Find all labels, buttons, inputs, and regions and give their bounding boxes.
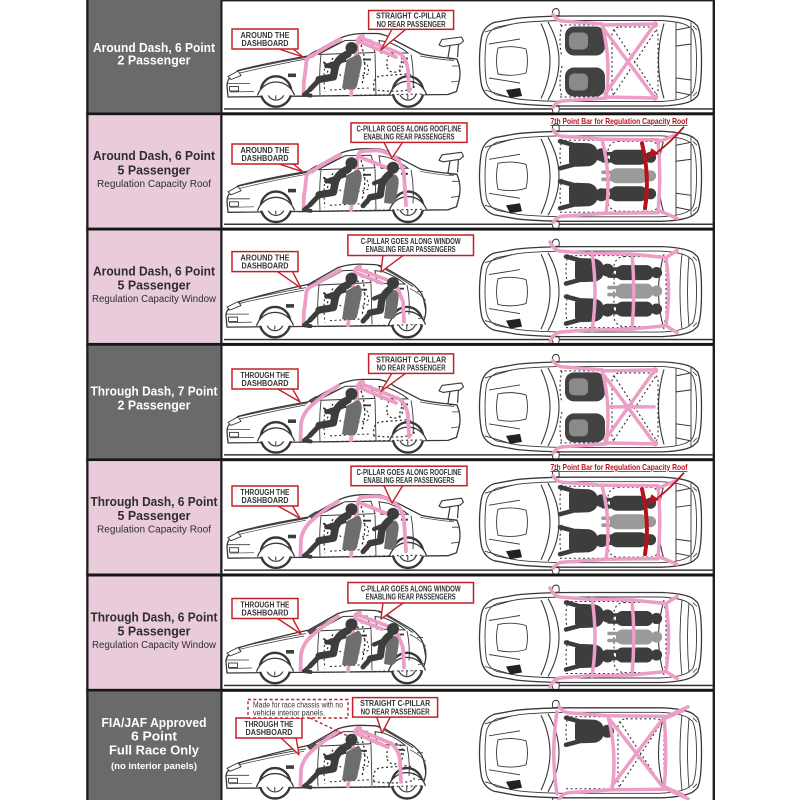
- svg-text:NO REAR PASSENGER: NO REAR PASSENGER: [377, 20, 446, 29]
- svg-text:5 Passenger: 5 Passenger: [118, 509, 191, 523]
- svg-text:FIA/JAF Approved: FIA/JAF Approved: [102, 716, 207, 730]
- svg-text:STRAIGHT C-PILLAR: STRAIGHT C-PILLAR: [376, 356, 446, 365]
- svg-text:NO REAR PASSENGER: NO REAR PASSENGER: [361, 707, 430, 716]
- svg-text:Around Dash, 6 Point: Around Dash, 6 Point: [93, 264, 216, 278]
- svg-text:C-PILLAR GOES ALONG WINDOW: C-PILLAR GOES ALONG WINDOW: [361, 585, 461, 594]
- svg-text:ENABLING REAR PASSENGERS: ENABLING REAR PASSENGERS: [366, 245, 456, 254]
- svg-text:Around Dash, 6 Point: Around Dash, 6 Point: [93, 149, 216, 163]
- svg-text:C-PILLAR GOES ALONG ROOFLINE: C-PILLAR GOES ALONG ROOFLINE: [357, 125, 462, 134]
- svg-text:Regulation Capacity Window: Regulation Capacity Window: [92, 640, 217, 651]
- svg-text:Through Dash, 7 Point: Through Dash, 7 Point: [91, 385, 219, 399]
- svg-text:Regulation Capacity Roof: Regulation Capacity Roof: [97, 179, 211, 190]
- svg-text:STRAIGHT C-PILLAR: STRAIGHT C-PILLAR: [376, 12, 446, 21]
- svg-text:Full Race Only: Full Race Only: [109, 744, 199, 758]
- svg-text:5 Passenger: 5 Passenger: [118, 163, 191, 177]
- svg-text:5 Passenger: 5 Passenger: [118, 279, 191, 293]
- svg-text:THROUGH THE: THROUGH THE: [241, 488, 291, 497]
- svg-text:2 Passenger: 2 Passenger: [118, 54, 191, 68]
- svg-text:7th Point Bar for Regulation C: 7th Point Bar for Regulation Capacity Ro…: [551, 116, 688, 126]
- svg-text:ENABLING REAR PASSENGERS: ENABLING REAR PASSENGERS: [366, 593, 456, 602]
- svg-text:Regulation Capacity Roof: Regulation Capacity Roof: [97, 525, 211, 536]
- svg-text:DASHBOARD: DASHBOARD: [242, 154, 289, 163]
- svg-text:AROUND THE: AROUND THE: [241, 146, 291, 155]
- svg-text:DASHBOARD: DASHBOARD: [242, 496, 289, 505]
- svg-text:C-PILLAR GOES ALONG ROOFLINE: C-PILLAR GOES ALONG ROOFLINE: [357, 468, 462, 477]
- svg-text:DASHBOARD: DASHBOARD: [242, 39, 289, 48]
- svg-text:C-PILLAR GOES ALONG WINDOW: C-PILLAR GOES ALONG WINDOW: [361, 237, 461, 246]
- svg-text:vehicle interior panels.: vehicle interior panels.: [253, 709, 325, 718]
- svg-text:DASHBOARD: DASHBOARD: [242, 379, 289, 388]
- svg-text:AROUND THE: AROUND THE: [241, 253, 291, 262]
- svg-text:NO REAR PASSENGER: NO REAR PASSENGER: [377, 364, 446, 373]
- svg-text:DASHBOARD: DASHBOARD: [242, 609, 289, 618]
- svg-text:DASHBOARD: DASHBOARD: [246, 728, 293, 737]
- svg-text:2 Passenger: 2 Passenger: [118, 399, 191, 413]
- svg-text:DASHBOARD: DASHBOARD: [242, 262, 289, 271]
- svg-text:Through Dash, 6 Point: Through Dash, 6 Point: [91, 610, 219, 624]
- svg-text:(no interior panels): (no interior panels): [111, 761, 197, 772]
- svg-text:THROUGH THE: THROUGH THE: [241, 600, 291, 609]
- svg-text:Through Dash, 6 Point: Through Dash, 6 Point: [91, 495, 219, 509]
- svg-text:STRAIGHT C-PILLAR: STRAIGHT C-PILLAR: [360, 699, 430, 708]
- svg-text:7th Point Bar for Regulation C: 7th Point Bar for Regulation Capacity Ro…: [551, 462, 688, 472]
- svg-text:Made for race chassis with no: Made for race chassis with no: [253, 700, 344, 709]
- svg-text:THROUGH THE: THROUGH THE: [241, 371, 291, 380]
- svg-text:THROUGH THE: THROUGH THE: [245, 720, 295, 729]
- svg-text:ENABLING REAR PASSENGERS: ENABLING REAR PASSENGERS: [364, 133, 455, 142]
- svg-text:6 Point: 6 Point: [131, 730, 178, 744]
- svg-text:5 Passenger: 5 Passenger: [118, 625, 191, 639]
- svg-text:Regulation Capacity Window: Regulation Capacity Window: [92, 294, 217, 305]
- svg-text:ENABLING REAR PASSENGERS: ENABLING REAR PASSENGERS: [364, 476, 455, 485]
- svg-text:Around Dash, 6 Point: Around Dash, 6 Point: [93, 41, 216, 55]
- svg-text:AROUND THE: AROUND THE: [241, 31, 291, 40]
